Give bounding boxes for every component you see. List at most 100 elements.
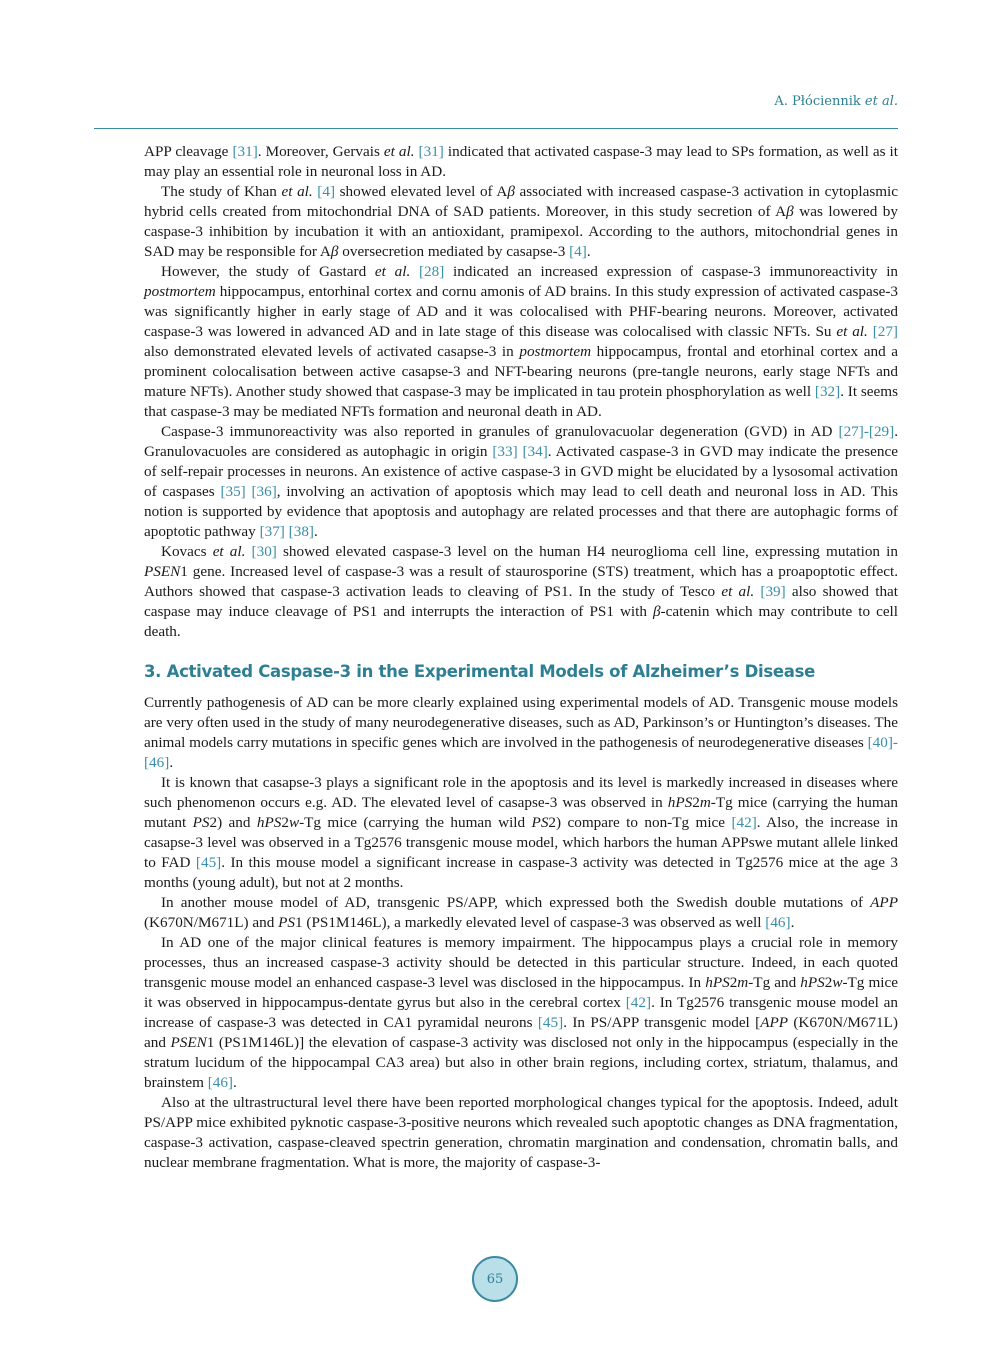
paragraph: APP cleavage [31]. Moreover, Gervais et … (144, 142, 898, 182)
text: indicated an increased expression of cas… (444, 263, 899, 280)
section-heading: 3. Activated Caspase-3 in the Experiment… (144, 662, 815, 681)
text: Currently pathogenesis of AD can be more… (144, 694, 898, 751)
italic-text: PS (278, 914, 296, 931)
text: . Activated caspase-3 in GVD may indicat… (144, 443, 898, 500)
citation-link[interactable]: [40]-[46] (144, 734, 898, 771)
paragraph: Kovacs et al. [30] showed elevated caspa… (144, 542, 898, 642)
citation-link[interactable]: [46] (765, 914, 791, 931)
citation-link[interactable]: [45] (537, 1014, 564, 1031)
text: . (790, 914, 795, 931)
citation-link[interactable]: [27] (872, 323, 898, 340)
text: -Tg mice it was observed in hippocampus-… (144, 974, 898, 1011)
paragraph: The study of Khan et al. [4] showed elev… (144, 182, 898, 262)
citation-link[interactable]: [33] [34] (492, 443, 548, 460)
italic-text: postmortem (519, 343, 592, 360)
citation-link[interactable]: [39] (760, 583, 786, 600)
text: 2 (692, 794, 700, 811)
text: . (169, 754, 174, 771)
text: 2 (729, 974, 738, 991)
text (410, 263, 419, 280)
page-number: 65 (486, 1271, 504, 1287)
italic-text: β (330, 243, 339, 260)
citation-link[interactable]: [30] (251, 543, 277, 560)
header-author: A. Płóciennik et al. (774, 94, 898, 109)
text: 2) and (209, 814, 257, 831)
header-author-suffix: et al. (864, 94, 898, 109)
text: hippocampus, entorhinal cortex and cornu… (144, 283, 898, 340)
italic-text: PSEN (144, 563, 181, 580)
text: . In PS/APP transgenic model [ (563, 1014, 761, 1031)
text: 1 (PS1M146L)] the elevation of caspase-3… (144, 1034, 899, 1091)
text: . (233, 1074, 237, 1091)
section-3-text: Currently pathogenesis of AD can be more… (144, 693, 898, 1173)
paragraph: Currently pathogenesis of AD can be more… (144, 693, 898, 773)
text: In AD one of the major clinical features… (144, 934, 898, 991)
text: -Tg mice (carrying the human wild (299, 814, 532, 831)
text: , involving an activation of apoptosis w… (144, 483, 899, 540)
italic-text: hPS (705, 974, 730, 991)
text: However, the study of Gastard (161, 263, 375, 280)
citation-link[interactable]: [45] (195, 854, 222, 871)
citation-link[interactable]: [32] (814, 383, 841, 400)
text: associated with increased caspase-3 acti… (144, 183, 898, 220)
text: . In Tg2576 transgenic mouse model an in… (144, 994, 899, 1031)
header-author-name: A. Płóciennik (774, 94, 861, 109)
text: hippocampus, frontal and etorhinal corte… (144, 343, 898, 400)
text: APP cleavage (144, 143, 233, 160)
paragraph: In another mouse model of AD, transgenic… (144, 893, 898, 933)
text: 1 (PS1M146L), a markedly elevated level … (295, 914, 766, 931)
italic-text: et al. (212, 543, 246, 560)
citation-link[interactable]: [42] (625, 994, 652, 1011)
italic-text: APP (870, 894, 898, 911)
text: (K670N/M671L) and (144, 1014, 898, 1051)
italic-text: w (832, 974, 843, 991)
italic-text: β (786, 203, 794, 220)
text: . Also, the increase in casapse-3 level … (144, 814, 898, 871)
italic-text: PSEN (170, 1034, 207, 1051)
citation-link[interactable]: [4] (317, 183, 336, 200)
citation-link[interactable]: [42] (731, 814, 757, 831)
citation-link[interactable]: [31] (418, 143, 444, 160)
italic-text: et al. (383, 143, 415, 160)
text: . Granulovacuoles are considered as auto… (144, 423, 898, 460)
italic-text: PS (192, 814, 210, 831)
text: -Tg and (748, 974, 801, 991)
italic-text: et al. (281, 183, 313, 200)
citation-link[interactable]: [37] [38] (259, 523, 314, 540)
italic-text: APP (760, 1014, 789, 1031)
paragraph: Caspase-3 immunoreactivity was also repo… (144, 422, 898, 542)
citation-link[interactable]: [28] (419, 263, 445, 280)
text: -catenin which may contribute to cell de… (144, 603, 898, 640)
paragraph: In AD one of the major clinical features… (144, 933, 898, 1093)
paragraph: It is known that casapse-3 plays a signi… (144, 773, 898, 893)
page-number-badge: 65 (472, 1256, 518, 1302)
citation-link[interactable]: [4] (569, 243, 587, 260)
text: The study of Khan (161, 183, 282, 200)
text: 1 gene. Increased level of caspase-3 was… (144, 563, 898, 600)
italic-text: et al. (836, 323, 868, 340)
text: In another mouse model of AD, transgenic… (161, 894, 871, 911)
italic-text: hPS (667, 794, 693, 811)
citation-link[interactable]: [46] (207, 1074, 233, 1091)
text: Kovacs (161, 543, 213, 560)
text: 2) compare to non-Tg mice (548, 814, 732, 831)
italic-text: et al. (374, 263, 411, 280)
paragraph: Also at the ultrastructural level there … (144, 1093, 898, 1173)
italic-text: β (652, 603, 661, 620)
citation-link[interactable]: [31] (232, 143, 258, 160)
preceding-section-text: APP cleavage [31]. Moreover, Gervais et … (144, 142, 898, 642)
citation-link[interactable]: [35] [36] (220, 483, 277, 500)
text: 2 (824, 974, 833, 991)
text: -Tg mice (carrying the human mutant (144, 794, 898, 831)
italic-text: et al. (721, 583, 755, 600)
header-divider (94, 128, 898, 129)
text: 2 (281, 814, 289, 831)
text: also demonstrated elevated levels of act… (144, 343, 520, 360)
text: . It seems that caspase-3 may be mediate… (144, 383, 898, 420)
text: indicated that activated caspase-3 may l… (144, 143, 898, 180)
text: . (313, 523, 318, 540)
citation-link[interactable]: [27]-[29] (838, 423, 895, 440)
italic-text: PS (531, 814, 549, 831)
text: . (586, 243, 591, 260)
italic-text: hPS (256, 814, 282, 831)
